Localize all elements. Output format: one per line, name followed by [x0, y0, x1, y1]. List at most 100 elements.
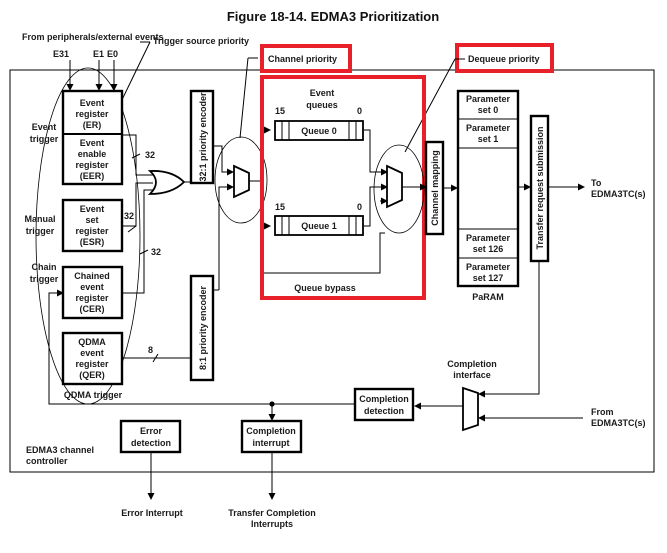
- param-set0-line-1: Parameter: [466, 94, 511, 104]
- cer-line-4: (CER): [80, 304, 105, 314]
- channel-mapping-label: Channel mapping: [430, 150, 440, 226]
- queue0-high: 15: [275, 106, 285, 116]
- completion-interrupt-line-2: interrupt: [253, 438, 290, 448]
- esr-wire: [122, 182, 153, 227]
- completion-detection-line-2: detection: [364, 406, 404, 416]
- esr-line-1: Event: [80, 204, 105, 214]
- qer-line-2: event: [80, 348, 104, 358]
- queue1-label: Queue 1: [301, 221, 337, 231]
- eer-bus-tick: [131, 153, 141, 159]
- cer-bus-tick: [139, 249, 149, 255]
- controller-label-line-1: EDMA3 channel: [26, 445, 94, 455]
- from-tc-line-1: From: [591, 407, 614, 417]
- eer-line-3: register: [75, 160, 109, 170]
- cer-bus-width: 32: [151, 247, 161, 257]
- qer-line-4: (QER): [79, 370, 105, 380]
- trigger-source-priority-label: Trigger source priority: [153, 36, 249, 46]
- chain-trigger-label-1: Chain: [31, 262, 56, 272]
- transfer-request-block: Transfer request submission: [529, 114, 550, 263]
- tr-to-completion-wire: [478, 261, 540, 398]
- cer-line-1: Chained: [74, 271, 110, 281]
- error-detection-line-1: Error: [140, 426, 163, 436]
- param-set1-line-2: set 1: [478, 134, 499, 144]
- event-trigger-label-2: trigger: [30, 134, 59, 144]
- esr-bus-width: 32: [124, 211, 134, 221]
- esr-line-2: set: [85, 215, 98, 225]
- input-e1: E1: [93, 49, 104, 59]
- er-register: Event register (ER): [61, 89, 124, 186]
- param-set127-line-1: Parameter: [466, 262, 511, 272]
- channel-priority-label: Channel priority: [268, 54, 337, 64]
- esr-register: Event set register (ESR): [61, 198, 124, 253]
- queue-0: 15 0 Queue 0: [274, 106, 364, 141]
- dequeue-priority-pointer: [404, 58, 456, 153]
- er-line-3: (ER): [83, 120, 102, 130]
- esr-bus-tick: [127, 225, 137, 233]
- queue-1: 15 0 Queue 1: [274, 202, 364, 236]
- eer-wire: [122, 134, 153, 176]
- manual-trigger-label-1: Manual: [24, 214, 55, 224]
- param-set0-line-2: set 0: [478, 105, 499, 115]
- qer-bus-width: 8: [148, 345, 153, 355]
- completion-interrupt-block: Completion interrupt: [240, 419, 303, 454]
- cer-wire: [122, 189, 155, 294]
- channel-priority-mux-icon: [233, 164, 250, 199]
- to-tc-line-2: EDMA3TC(s): [591, 189, 646, 199]
- qer-line-1: QDMA: [78, 337, 106, 347]
- figure-title: Figure 18-14. EDMA3 Prioritization: [227, 9, 439, 24]
- er-line-2: register: [75, 109, 109, 119]
- queue-bypass-label: Queue bypass: [294, 283, 356, 293]
- cer-line-2: event: [80, 282, 104, 292]
- completion-detection-line-1: Completion: [359, 394, 409, 404]
- manual-trigger-label-2: trigger: [26, 226, 55, 236]
- error-detection-line-2: detection: [131, 438, 171, 448]
- queue0-label: Queue 0: [301, 126, 337, 136]
- completion-interface-line-2: interface: [453, 370, 491, 380]
- controller-label-line-2: controller: [26, 456, 68, 466]
- event-trigger-label-1: Event: [32, 122, 57, 132]
- priority-encoder-8: 8:1 priority encoder: [189, 274, 215, 382]
- queue0-low: 0: [357, 106, 362, 116]
- queue1-high: 15: [275, 202, 285, 212]
- transfer-request-label: Transfer request submission: [535, 126, 545, 249]
- param-set126-line-2: set 126: [473, 244, 504, 254]
- error-detection-block: Error detection: [119, 419, 182, 454]
- completion-interrupt-line-1: Completion: [246, 426, 296, 436]
- param-ram-label: PaRAM: [472, 292, 504, 302]
- to-tc-line-1: To: [591, 178, 602, 188]
- queue1-out-wire: [363, 183, 388, 227]
- param-ram: Parameter set 0 Parameter set 1 Paramete…: [456, 89, 520, 288]
- qer-bus-tick: [152, 353, 159, 363]
- event-queues-heading-2: queues: [306, 100, 338, 110]
- enc32-label: 32:1 priority encoder: [198, 92, 208, 182]
- input-e31: E31: [53, 49, 69, 59]
- eer-register: Event enable register (EER): [75, 138, 109, 181]
- completion-interface-mux-icon: [462, 386, 479, 432]
- enc32-to-mux-wire: [213, 145, 234, 176]
- queue1-low: 0: [357, 202, 362, 212]
- completion-detection-block: Completion detection: [353, 387, 415, 422]
- dequeue-priority-highlight: [455, 43, 554, 73]
- eer-line-4: (EER): [80, 171, 105, 181]
- cer-register: Chained event register (CER): [61, 265, 124, 320]
- enc8-to-mux-wire: [218, 183, 234, 290]
- priority-encoder-32: 32:1 priority encoder: [189, 89, 215, 185]
- qer-line-3: register: [75, 359, 109, 369]
- trigger-source-pointer: [117, 41, 151, 109]
- from-tc-line-2: EDMA3TC(s): [591, 418, 646, 428]
- dequeue-priority-label: Dequeue priority: [468, 54, 540, 64]
- or-gate-icon: [147, 170, 186, 195]
- transfer-completion-line-2: Interrupts: [251, 519, 293, 529]
- chain-feedback-wire: [48, 289, 268, 405]
- esr-line-4: (ESR): [80, 237, 105, 247]
- channel-priority-highlight: [260, 44, 352, 73]
- qer-register: QDMA event register (QER): [61, 331, 124, 386]
- error-interrupt-label: Error Interrupt: [121, 508, 183, 518]
- dequeue-mux-icon: [386, 164, 403, 209]
- er-line-1: Event: [80, 98, 105, 108]
- from-peripherals-label: From peripherals/external events: [22, 32, 164, 42]
- param-set127-line-2: set 127: [473, 273, 504, 283]
- event-queues-heading-1: Event: [310, 88, 335, 98]
- channel-mapping-block: Channel mapping: [424, 140, 445, 236]
